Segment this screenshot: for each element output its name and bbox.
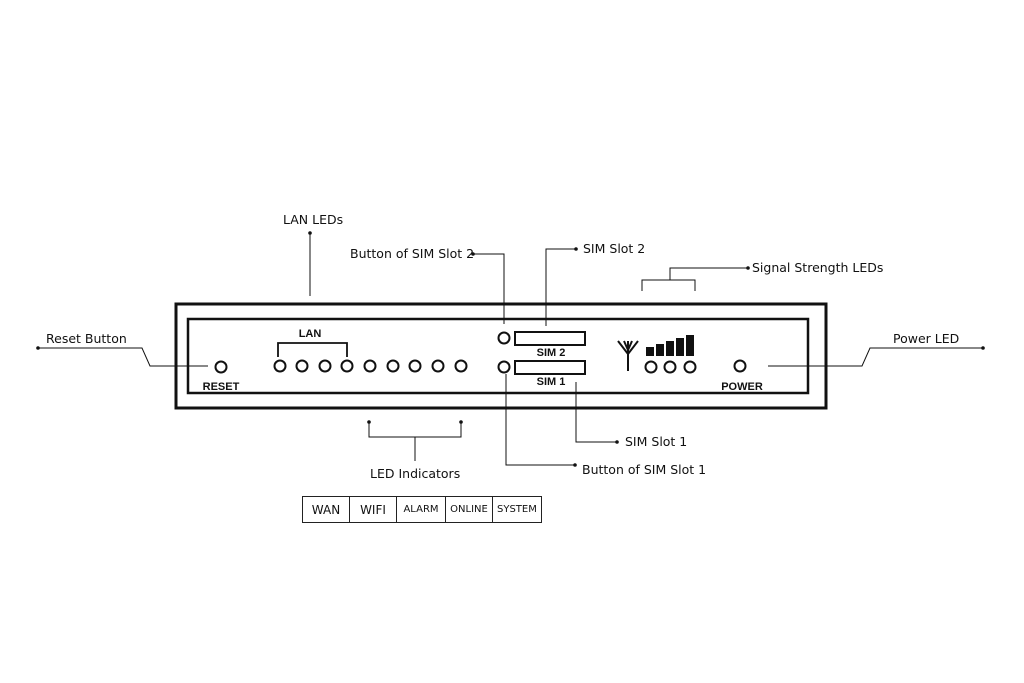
legend-cell-wan: WAN — [302, 496, 350, 523]
legend-cell-system: SYSTEM — [492, 496, 542, 523]
callout-sim2-slot: SIM Slot 2 — [583, 241, 645, 256]
power-led — [733, 359, 747, 373]
signal-bar-4 — [676, 338, 684, 356]
sim2-label: SIM 2 — [537, 347, 566, 359]
signal-led-3 — [683, 360, 697, 374]
leader-signal-leds — [641, 267, 748, 291]
leader-power-led — [768, 347, 983, 367]
callout-power-led: Power LED — [893, 331, 959, 346]
device-outer-frame — [174, 302, 828, 410]
callout-led-indicators: LED Indicators — [370, 466, 460, 481]
sim1-label: SIM 1 — [537, 376, 566, 388]
leader-sim1-button — [505, 374, 575, 466]
device-front-panel — [186, 317, 810, 395]
indicator-led-alarm — [408, 359, 422, 373]
lan-led-2 — [295, 359, 309, 373]
callout-sim1-button: Button of SIM Slot 1 — [582, 462, 706, 477]
indicator-led-system — [454, 359, 468, 373]
callout-reset-button: Reset Button — [46, 331, 127, 346]
leader-sim2-slot — [545, 248, 576, 326]
callout-signal-leds: Signal Strength LEDs — [752, 260, 883, 275]
signal-led-1 — [644, 360, 658, 374]
antenna-icon — [617, 340, 639, 371]
legend-cell-wifi: WIFI — [349, 496, 397, 523]
lan-label: LAN — [299, 328, 322, 340]
signal-bar-1 — [646, 347, 654, 356]
indicator-led-wan — [363, 359, 377, 373]
signal-led-2 — [663, 360, 677, 374]
legend-cell-alarm: ALARM — [396, 496, 446, 523]
sim1-button[interactable] — [497, 360, 511, 374]
signal-bar-5 — [686, 335, 694, 356]
signal-bar-3 — [666, 341, 674, 356]
led-indicator-legend: WAN WIFI ALARM ONLINE SYSTEM — [302, 496, 542, 523]
leader-sim1-slot — [575, 382, 617, 443]
leader-reset-button — [38, 347, 208, 367]
legend-cell-online: ONLINE — [445, 496, 493, 523]
callout-lan-leds: LAN LEDs — [283, 212, 343, 227]
lan-led-1 — [273, 359, 287, 373]
sim2-button[interactable] — [497, 331, 511, 345]
indicator-led-wifi — [386, 359, 400, 373]
callout-sim1-slot: SIM Slot 1 — [625, 434, 687, 449]
reset-label: RESET — [203, 381, 240, 393]
power-label: POWER — [721, 381, 763, 393]
lan-led-3 — [318, 359, 332, 373]
signal-bar-2 — [656, 344, 664, 356]
signal-strength-bars-icon — [646, 335, 694, 356]
reset-button[interactable] — [214, 360, 228, 374]
indicator-led-online — [431, 359, 445, 373]
lan-bracket — [277, 342, 348, 357]
led-indicator-legend-row: WAN WIFI ALARM ONLINE SYSTEM — [302, 496, 542, 523]
lan-led-4 — [340, 359, 354, 373]
leader-sim2-button — [473, 253, 505, 324]
callout-sim2-button: Button of SIM Slot 2 — [350, 246, 474, 261]
sim1-slot[interactable] — [514, 360, 586, 375]
sim2-slot[interactable] — [514, 331, 586, 346]
leader-led-indicators — [368, 422, 462, 461]
front-led-row — [273, 359, 468, 373]
